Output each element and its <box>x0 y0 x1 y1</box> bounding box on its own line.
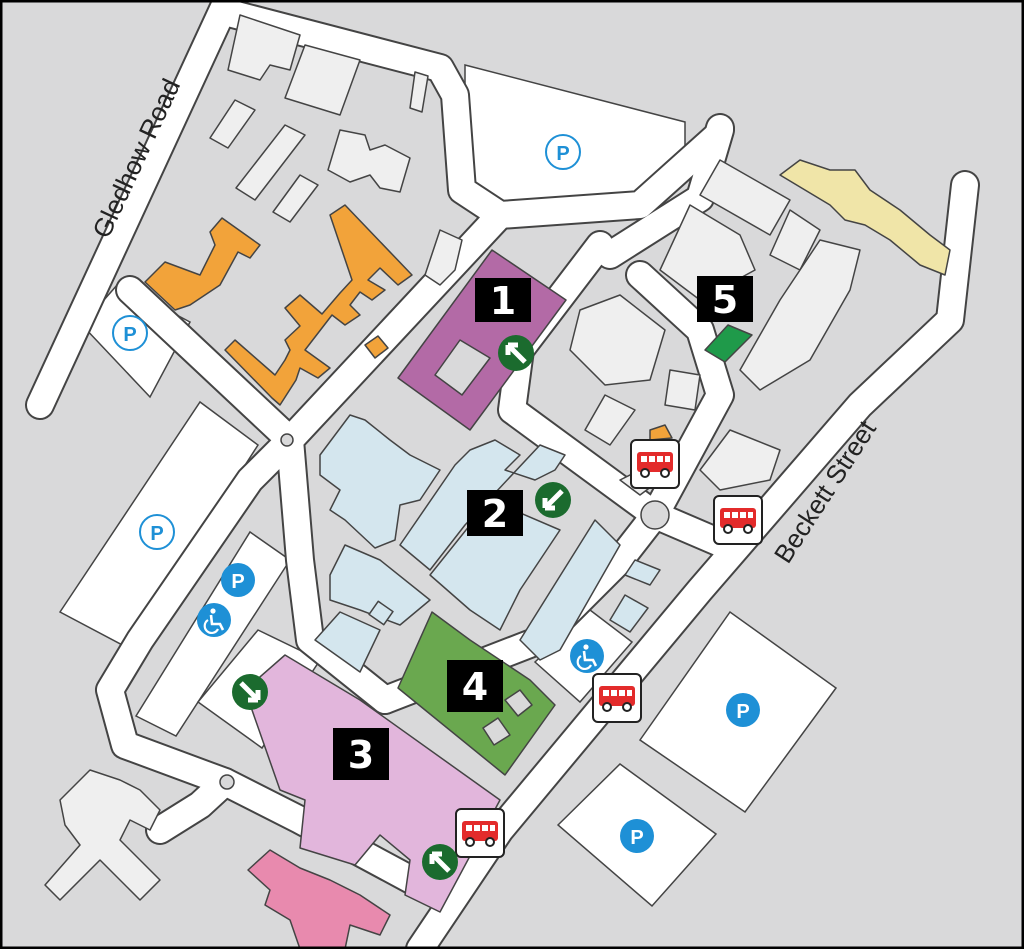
building-5-label[interactable]: 5 <box>697 276 753 322</box>
building-orange <box>144 204 673 441</box>
parking-icon[interactable] <box>112 315 148 351</box>
svg-text:4: 4 <box>462 665 488 709</box>
parking-icon[interactable] <box>545 134 581 170</box>
roundabout <box>640 500 670 530</box>
building-yellow <box>779 159 951 276</box>
parking-icon[interactable] <box>221 563 255 597</box>
disabled-parking-icon[interactable] <box>568 637 606 675</box>
building-2-label[interactable]: 2 <box>467 490 523 536</box>
building-3-label[interactable]: 3 <box>333 728 389 780</box>
parking-icon[interactable] <box>620 819 654 853</box>
bus-stop-icon[interactable] <box>592 673 642 723</box>
parking-icon[interactable] <box>726 693 760 727</box>
svg-text:5: 5 <box>712 278 738 322</box>
mini-roundabout <box>219 774 235 790</box>
building-5 <box>704 324 753 363</box>
entrance-arrow-icon[interactable] <box>535 482 571 518</box>
building-1-label[interactable]: 1 <box>475 278 531 323</box>
bus-stop-icon[interactable] <box>455 808 505 858</box>
building-2 <box>314 414 621 673</box>
entrance-arrow-icon[interactable] <box>498 335 534 371</box>
svg-text:1: 1 <box>490 279 516 323</box>
disabled-parking-icon[interactable] <box>195 601 233 639</box>
entrance-arrow-icon[interactable] <box>422 844 458 880</box>
entrance-arrow-icon[interactable] <box>232 674 268 710</box>
other-buildings <box>44 14 861 901</box>
parking-icon[interactable] <box>139 514 175 550</box>
svg-text:2: 2 <box>482 492 508 536</box>
building-pink <box>247 849 391 949</box>
bus-stop-icon[interactable] <box>630 439 680 489</box>
mini-roundabout <box>280 433 294 447</box>
svg-text:3: 3 <box>348 733 374 777</box>
building-4-label[interactable]: 4 <box>447 660 503 712</box>
bus-stop-icon[interactable] <box>713 495 763 545</box>
